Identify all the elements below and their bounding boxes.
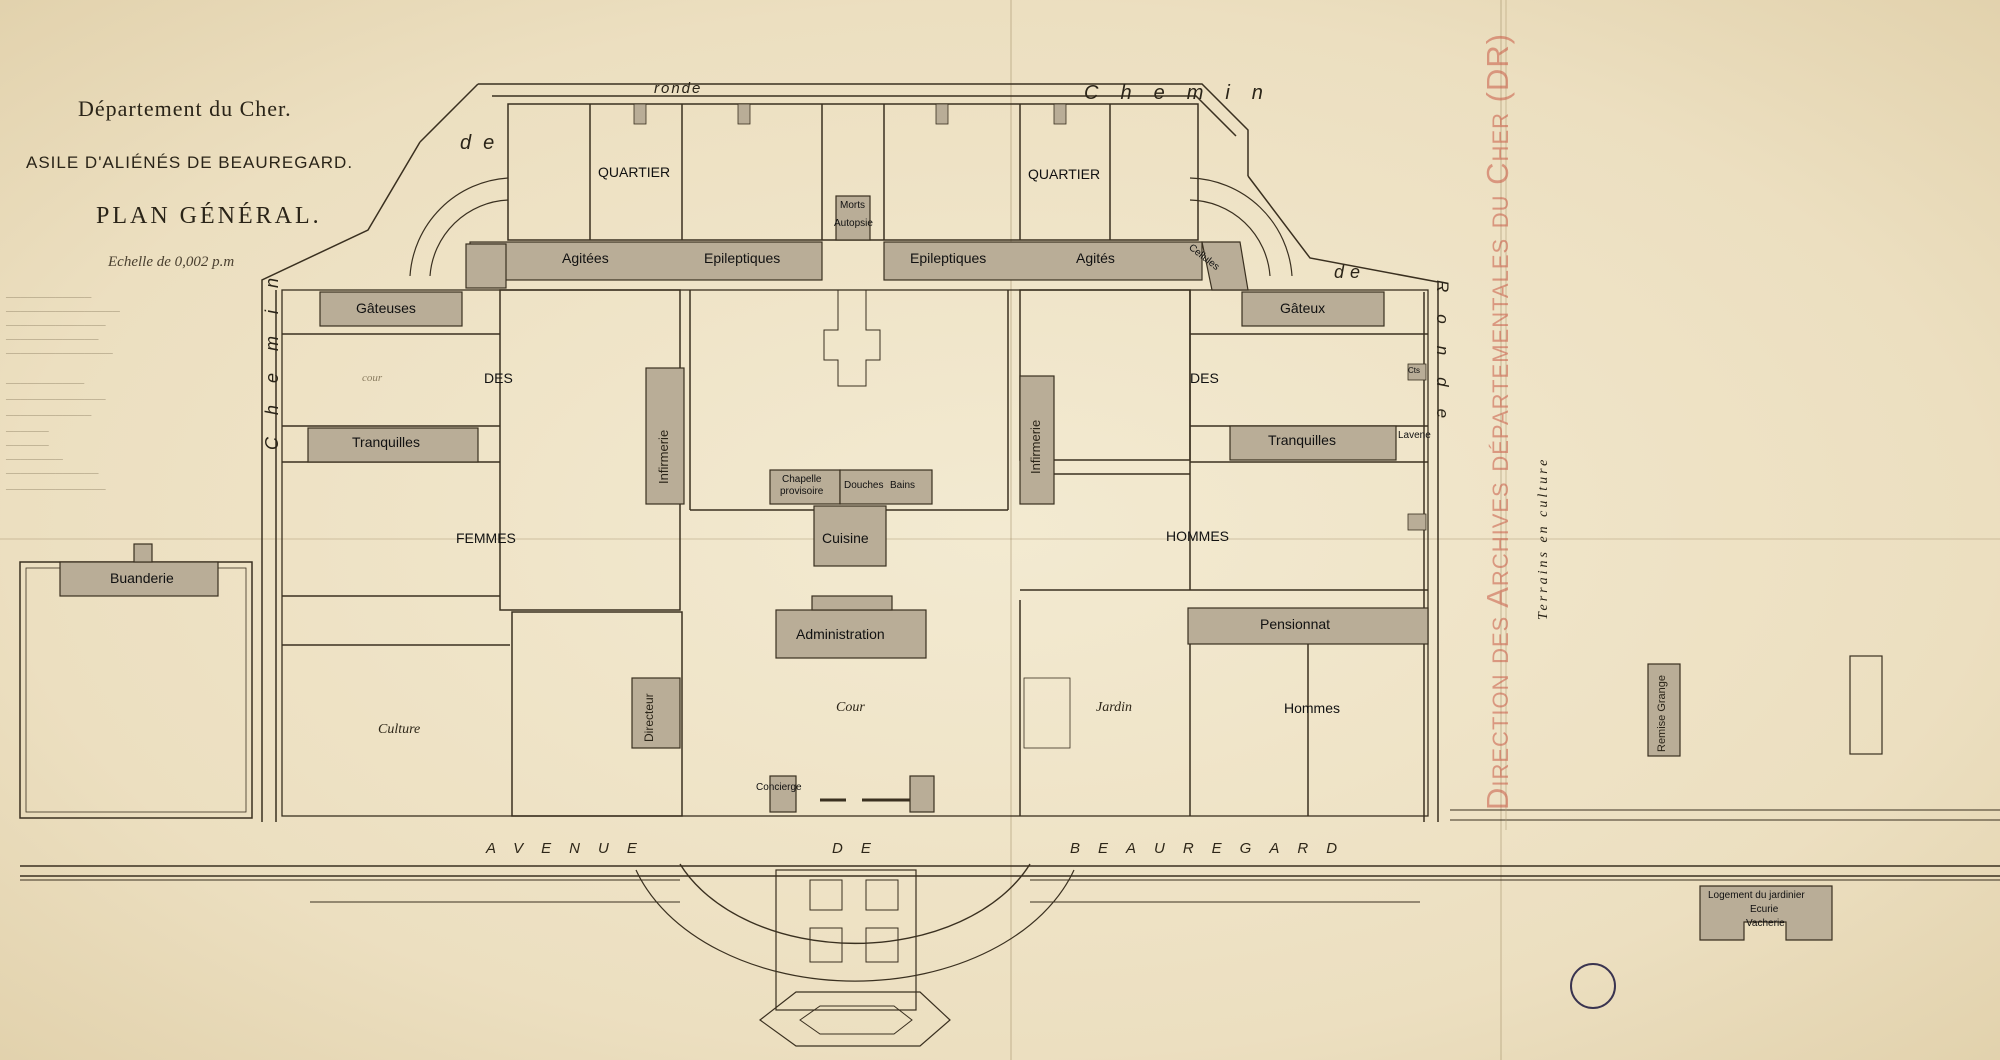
asylum-title: ASILE D'ALIÉNÉS DE BEAUREGARD. <box>26 153 354 172</box>
label-gateux: Gâteux <box>1280 300 1326 316</box>
chemin-right-outer <box>1247 175 1439 822</box>
building-infirmerie-left <box>645 367 685 505</box>
label-remise-grange: Remise Grange <box>1656 674 1668 752</box>
label-terrains: Terrains en culture <box>1536 456 1551 620</box>
label-concierge: Concierge <box>756 782 802 793</box>
street-de-avenue: DE <box>832 840 889 857</box>
street-chemin-top: Chemin <box>1084 82 1285 104</box>
label-quartier-right: QUARTIER <box>1028 166 1101 182</box>
fold-line <box>1010 0 1012 1060</box>
label-directeur: Directeur <box>642 693 656 742</box>
building-epileptiques-agites <box>883 241 1203 281</box>
label-cour-center: Cour <box>836 700 865 715</box>
legend-line: —————————————— <box>6 320 106 329</box>
legend-line: ——————————————— <box>6 348 113 357</box>
label-femmes: FEMMES <box>456 530 516 546</box>
plan-title: PLAN GÉNÉRAL. <box>96 203 322 229</box>
legend-line: —————————————— <box>6 394 106 403</box>
label-infirmerie-left: Infirmerie <box>656 429 671 484</box>
label-pensionnat: Pensionnat <box>1260 616 1331 632</box>
legend-line: ————————————— <box>6 334 99 343</box>
street-ronde-right: Ronde <box>1433 280 1452 441</box>
scale-label: Echelle de 0,002 p.m <box>108 254 235 270</box>
chemin-left-outer <box>261 141 421 822</box>
label-agitees: Agitées <box>562 250 609 266</box>
street-ronde-top: ronde <box>654 80 703 97</box>
legend-line: —————— <box>6 426 49 435</box>
label-des-left: DES <box>484 370 513 386</box>
archive-watermark: Direction des Archives départementales d… <box>1480 32 1515 810</box>
label-culture: Culture <box>378 722 421 737</box>
label-epileptiques-left: Epileptiques <box>704 250 781 266</box>
label-ecurie: Ecurie <box>1750 904 1779 915</box>
legend-line: ———————————— <box>6 292 92 301</box>
street-avenue: AVENUE <box>486 840 655 857</box>
legend-line: ——————————— <box>6 378 85 387</box>
label-chapelle: Chapelle <box>782 474 822 485</box>
label-gateuses: Gâteuses <box>356 300 416 316</box>
building-gateux <box>1241 291 1385 327</box>
street-de-right: de <box>1334 262 1367 282</box>
legend-line: ———————— <box>6 454 63 463</box>
building-logement <box>1699 885 1833 941</box>
building-infirmerie-right <box>1019 375 1055 505</box>
building-directeur <box>631 677 681 749</box>
building-concierge <box>769 775 797 813</box>
label-jardin: Jardin <box>1096 700 1133 715</box>
label-logement: Logement du jardinier <box>1708 890 1805 901</box>
label-hommes-garden: Hommes <box>1284 700 1341 716</box>
street-beauregard: BEAUREGARD <box>1070 840 1356 857</box>
label-administration: Administration <box>796 626 885 642</box>
label-quartier-left: QUARTIER <box>598 164 671 180</box>
building-buanderie <box>59 561 219 597</box>
street-chemin-left: Chemin <box>262 255 282 450</box>
label-infirmerie-right: Infirmerie <box>1028 419 1043 474</box>
label-buanderie: Buanderie <box>110 570 174 586</box>
building-tranquilles-right <box>1229 425 1397 461</box>
legend-line: ———————————————— <box>6 306 120 315</box>
label-tranquilles-left: Tranquilles <box>352 434 420 450</box>
label-provisoire: provisoire <box>780 486 824 497</box>
label-cuisine: Cuisine <box>822 530 869 546</box>
label-morts: Morts <box>840 200 865 211</box>
department-title: Département du Cher. <box>78 96 292 121</box>
label-agites: Agités <box>1076 250 1115 266</box>
building-tranquilles-left <box>307 427 479 463</box>
label-bains: Bains <box>890 480 916 491</box>
street-de-top: de <box>460 132 507 154</box>
label-douches: Douches <box>844 480 884 491</box>
building-pensionnat <box>1187 607 1429 645</box>
legend-line: ————————————— <box>6 468 99 477</box>
building-gateuses <box>319 291 463 327</box>
fold-line <box>1500 0 1502 1060</box>
label-vacherie: Vacherie <box>1746 918 1785 929</box>
building-chapelle <box>769 469 841 505</box>
archive-stamp <box>1570 963 1616 1009</box>
legend-line: —————————————— <box>6 484 106 493</box>
building-douches <box>839 469 933 505</box>
building-remise-grange <box>1647 663 1681 757</box>
label-hommes: HOMMES <box>1166 528 1229 544</box>
label-tranquilles-right: Tranquilles <box>1268 432 1336 448</box>
label-cts: Cts <box>1408 366 1420 375</box>
building-administration <box>775 609 927 659</box>
chemin-de-ronde-outer-top <box>478 83 1249 176</box>
label-epileptiques-right: Epileptiques <box>910 250 987 266</box>
label-autopsie: Autopsie <box>834 218 873 229</box>
building-agitees-epileptiques <box>469 241 823 281</box>
fold-line <box>0 538 2000 540</box>
building-morts <box>835 195 871 241</box>
legend-line: ———————————— <box>6 410 92 419</box>
label-cour: cour <box>362 372 383 384</box>
label-lavene: Lavene <box>1398 430 1431 441</box>
legend-line: —————— <box>6 440 49 449</box>
label-des-right: DES <box>1190 370 1219 386</box>
building-cuisine <box>813 505 887 567</box>
